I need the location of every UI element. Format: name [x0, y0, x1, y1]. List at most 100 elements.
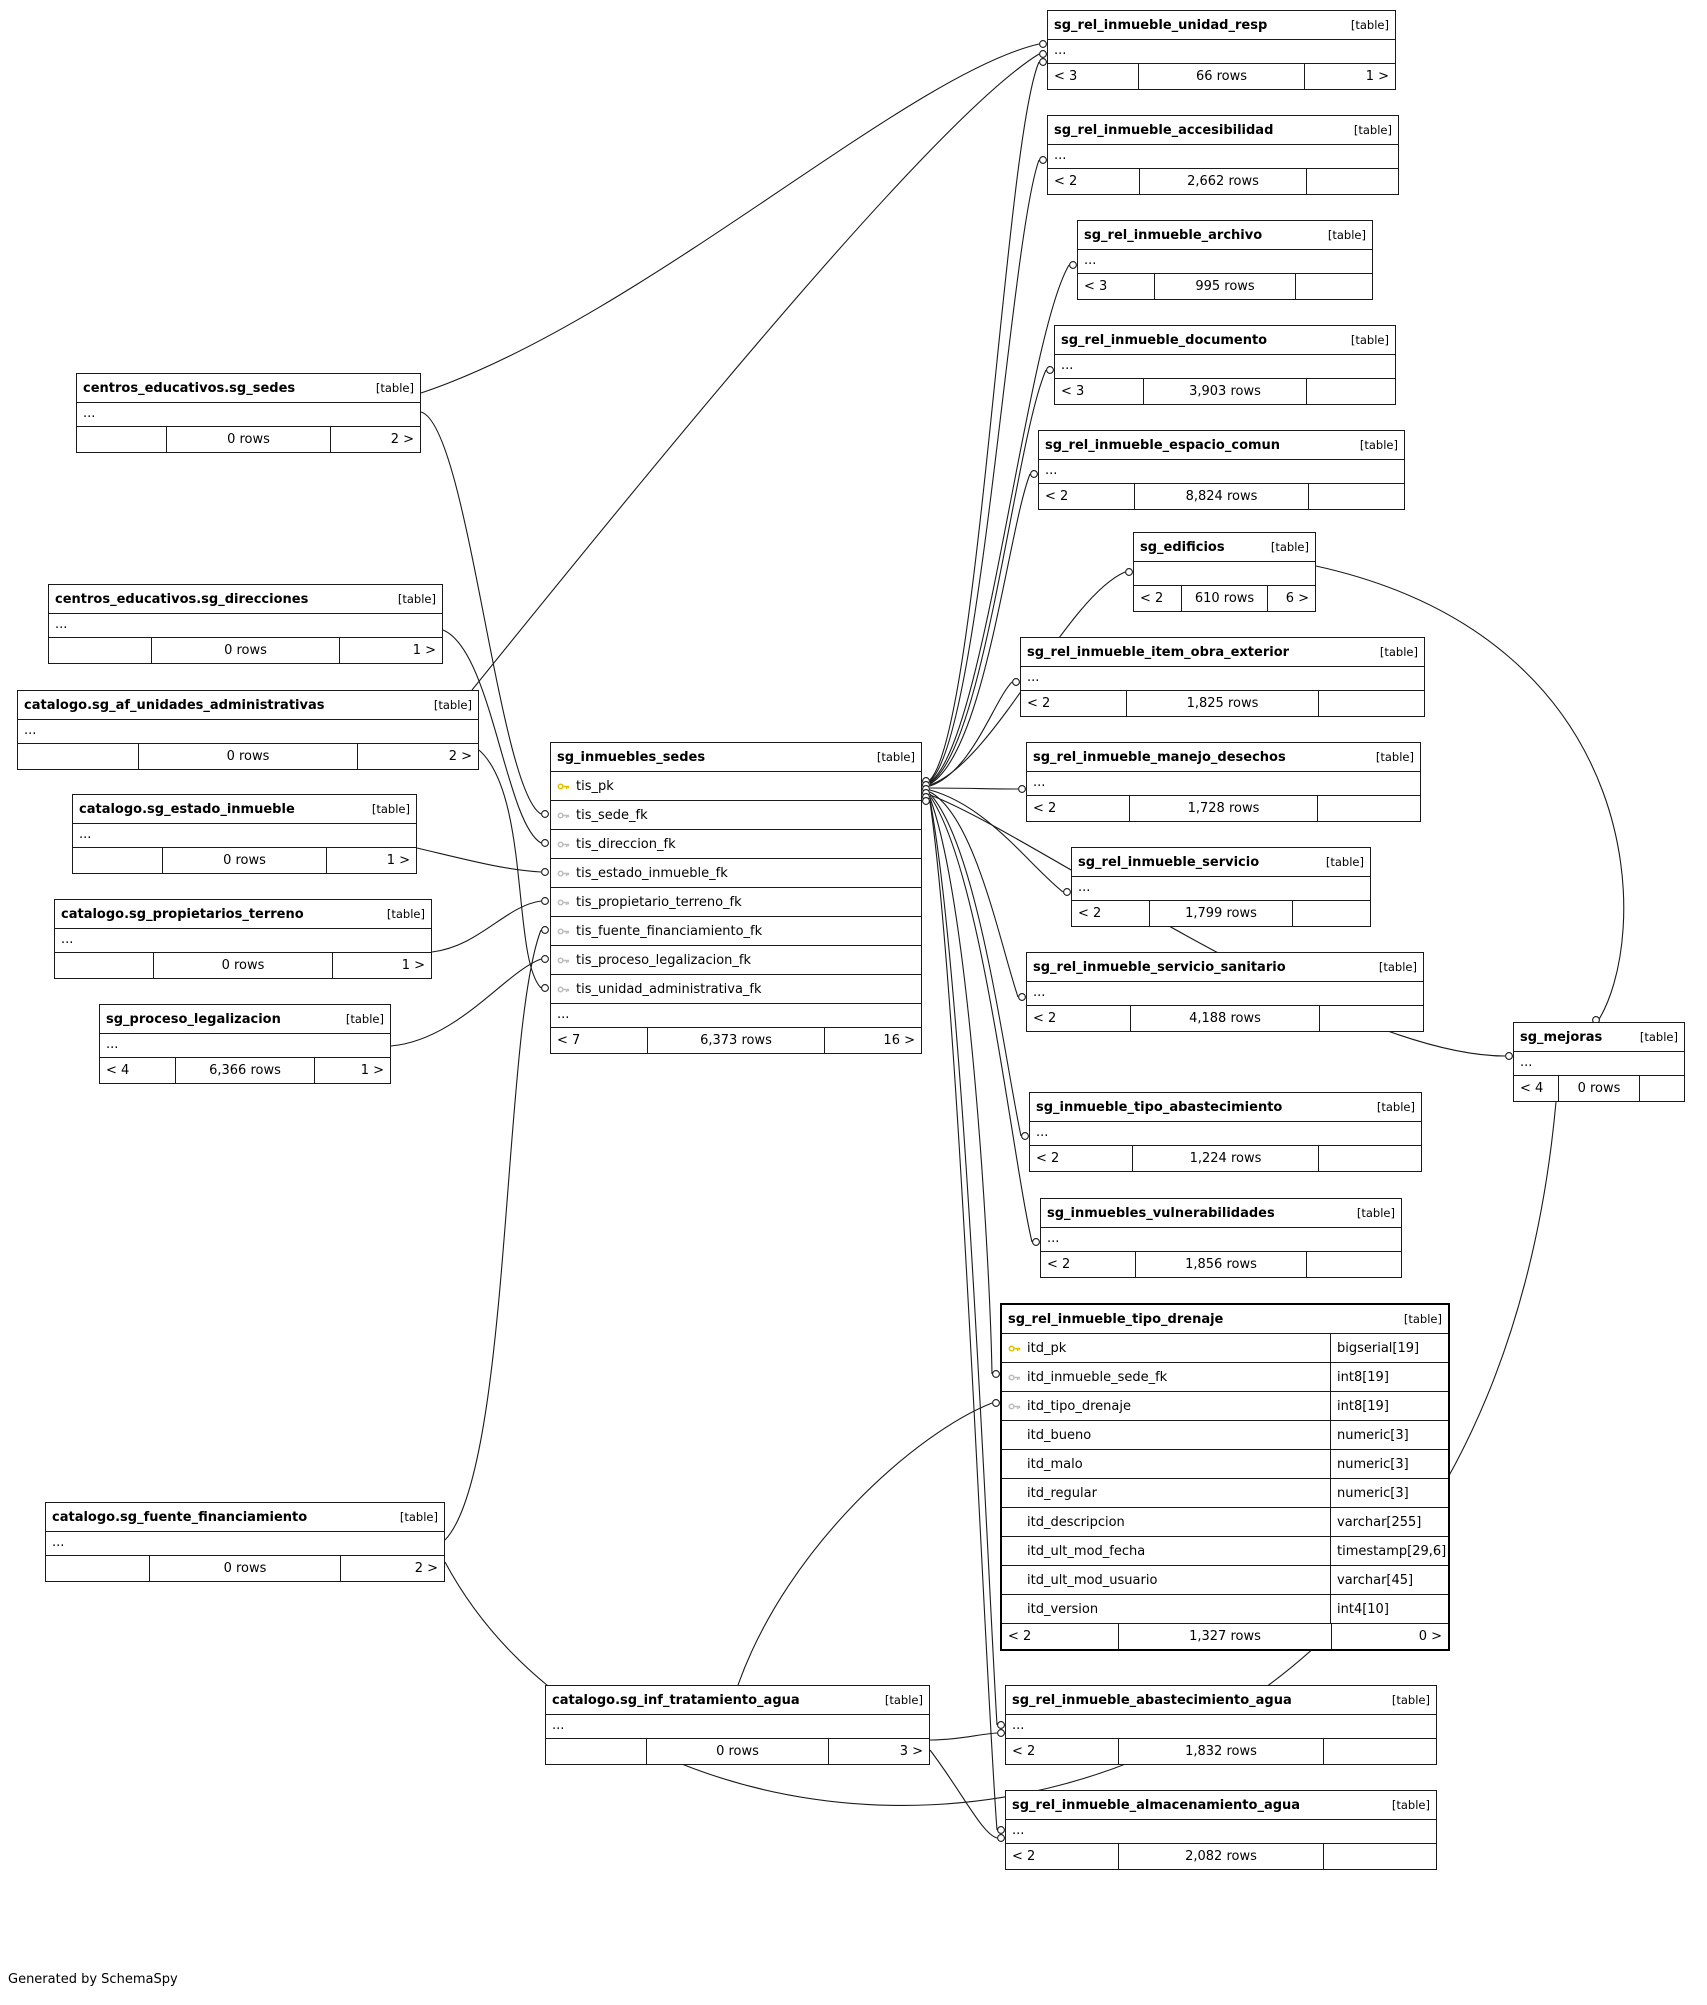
table-node-catalogo.sg_inf_tratamiento_agua[interactable]: catalogo.sg_inf_tratamiento_agua[table].…	[545, 1685, 930, 1765]
table-name[interactable]: catalogo.sg_fuente_financiamiento	[52, 1509, 308, 1525]
table-node-sg_rel_inmueble_servicio_sanitario[interactable]: sg_rel_inmueble_servicio_sanitario[table…	[1026, 952, 1424, 1032]
table-node-catalogo.sg_propietarios_terreno[interactable]: catalogo.sg_propietarios_terreno[table].…	[54, 899, 432, 979]
table-header[interactable]: sg_rel_inmueble_servicio_sanitario[table…	[1027, 953, 1423, 981]
table-header[interactable]: sg_rel_inmueble_manejo_desechos[table]	[1027, 743, 1420, 771]
table-header[interactable]: centros_educativos.sg_direcciones[table]	[49, 585, 442, 613]
child-count	[1640, 1076, 1684, 1101]
table-header[interactable]: sg_rel_inmueble_unidad_resp[table]	[1048, 11, 1395, 39]
table-header[interactable]: sg_rel_inmueble_abastecimiento_agua[tabl…	[1006, 1686, 1436, 1714]
column-type: int4[10]	[1330, 1595, 1448, 1623]
table-header[interactable]: sg_rel_inmueble_tipo_drenaje[table]	[1002, 1305, 1448, 1333]
table-name[interactable]: sg_rel_inmueble_espacio_comun	[1045, 437, 1281, 453]
table-node-centros_educativos.sg_direcciones[interactable]: centros_educativos.sg_direcciones[table]…	[48, 584, 443, 664]
table-header[interactable]: sg_rel_inmueble_espacio_comun[table]	[1039, 431, 1404, 459]
column-type: numeric[3]	[1330, 1479, 1448, 1507]
child-count	[1319, 1146, 1421, 1171]
table-node-catalogo.sg_fuente_financiamiento[interactable]: catalogo.sg_fuente_financiamiento[table]…	[45, 1502, 445, 1582]
column-row: tis_direccion_fk	[551, 829, 921, 858]
table-header[interactable]: sg_rel_inmueble_almacenamiento_agua[tabl…	[1006, 1791, 1436, 1819]
hidden-columns-ellipsis: ...	[1055, 354, 1395, 378]
table-header[interactable]: centros_educativos.sg_sedes[table]	[77, 374, 420, 402]
table-node-sg_inmuebles_vulnerabilidades[interactable]: sg_inmuebles_vulnerabilidades[table]...<…	[1040, 1198, 1402, 1278]
table-tag: [table]	[1379, 645, 1418, 659]
table-name[interactable]: catalogo.sg_propietarios_terreno	[61, 906, 304, 922]
table-header[interactable]: sg_inmuebles_vulnerabilidades [table]	[1041, 1199, 1401, 1227]
table-node-sg_rel_inmueble_tipo_drenaje[interactable]: sg_rel_inmueble_tipo_drenaje[table]itd_p…	[1000, 1303, 1450, 1651]
table-header[interactable]: sg_inmueble_tipo_abastecimiento[table]	[1030, 1093, 1421, 1121]
table-node-sg_rel_inmueble_abastecimiento_agua[interactable]: sg_rel_inmueble_abastecimiento_agua[tabl…	[1005, 1685, 1437, 1765]
table-node-centros_educativos.sg_sedes[interactable]: centros_educativos.sg_sedes[table]...0 r…	[76, 373, 421, 453]
table-node-sg_rel_inmueble_accesibilidad[interactable]: sg_rel_inmueble_accesibilidad[table]...<…	[1047, 115, 1399, 195]
fk-endpoint-circle-icon	[1046, 366, 1054, 374]
table-header[interactable]: sg_inmuebles_sedes[table]	[551, 743, 921, 771]
table-name[interactable]: sg_mejoras	[1520, 1029, 1603, 1045]
child-count	[1320, 1006, 1423, 1031]
table-name[interactable]: sg_rel_inmueble_documento	[1061, 332, 1268, 348]
hidden-columns-ellipsis: ...	[1039, 459, 1404, 483]
row-count: 2,662 rows	[1139, 169, 1307, 194]
table-header[interactable]: sg_mejoras[table]	[1514, 1023, 1684, 1051]
table-name[interactable]: sg_edificios	[1140, 539, 1225, 555]
relationship-edge	[420, 43, 1040, 394]
table-header[interactable]: catalogo.sg_estado_inmueble[table]	[73, 795, 416, 823]
table-name[interactable]: sg_rel_inmueble_unidad_resp	[1054, 17, 1268, 33]
relationship-edge	[390, 958, 542, 1047]
table-name[interactable]: sg_rel_inmueble_item_obra_exterior	[1027, 644, 1290, 660]
table-header[interactable]: sg_rel_inmueble_archivo[table]	[1078, 221, 1372, 249]
table-header[interactable]: catalogo.sg_inf_tratamiento_agua[table]	[546, 1686, 929, 1714]
table-name[interactable]: centros_educativos.sg_sedes	[83, 380, 296, 396]
table-name[interactable]: sg_inmuebles_vulnerabilidades	[1047, 1205, 1275, 1221]
table-name[interactable]: catalogo.sg_estado_inmueble	[79, 801, 295, 817]
table-header[interactable]: sg_rel_inmueble_documento[table]	[1055, 326, 1395, 354]
column-row: tis_unidad_administrativa_fk	[551, 974, 921, 1003]
table-name[interactable]: sg_proceso_legalizacion	[106, 1011, 281, 1027]
table-name[interactable]: sg_rel_inmueble_servicio	[1078, 854, 1260, 870]
table-node-sg_rel_inmueble_unidad_resp[interactable]: sg_rel_inmueble_unidad_resp[table]...< 3…	[1047, 10, 1396, 90]
parent-count: < 3	[1084, 279, 1108, 294]
table-name[interactable]: sg_inmuebles_sedes	[557, 749, 706, 765]
column-name: tis_unidad_administrativa_fk	[576, 981, 762, 997]
table-node-sg_rel_inmueble_manejo_desechos[interactable]: sg_rel_inmueble_manejo_desechos[table]..…	[1026, 742, 1421, 822]
table-name[interactable]: catalogo.sg_inf_tratamiento_agua	[552, 1692, 800, 1708]
table-name[interactable]: sg_rel_inmueble_abastecimiento_agua	[1012, 1692, 1292, 1708]
table-header[interactable]: sg_edificios[table]	[1134, 533, 1315, 561]
table-node-sg_rel_inmueble_almacenamiento_agua[interactable]: sg_rel_inmueble_almacenamiento_agua[tabl…	[1005, 1790, 1437, 1870]
table-header[interactable]: catalogo.sg_propietarios_terreno[table]	[55, 900, 431, 928]
row-count: 995 rows	[1154, 274, 1296, 299]
child-count	[1324, 1739, 1436, 1764]
table-name[interactable]: centros_educativos.sg_direcciones	[55, 591, 309, 607]
table-name[interactable]: sg_rel_inmueble_almacenamiento_agua	[1012, 1797, 1301, 1813]
table-tag: [table]	[1356, 1206, 1395, 1220]
table-header[interactable]: catalogo.sg_af_unidades_administrativas[…	[18, 691, 478, 719]
child-count: 1 >	[1365, 69, 1389, 84]
table-node-catalogo.sg_af_unidades_administrativas[interactable]: catalogo.sg_af_unidades_administrativas[…	[17, 690, 479, 770]
table-name[interactable]: sg_rel_inmueble_tipo_drenaje	[1008, 1311, 1224, 1327]
table-node-sg_rel_inmueble_espacio_comun[interactable]: sg_rel_inmueble_espacio_comun[table]...<…	[1038, 430, 1405, 510]
table-name[interactable]: sg_rel_inmueble_servicio_sanitario	[1033, 959, 1286, 975]
table-header[interactable]: sg_rel_inmueble_servicio[table]	[1072, 848, 1370, 876]
table-name[interactable]: sg_inmueble_tipo_abastecimiento	[1036, 1099, 1283, 1115]
table-header[interactable]: catalogo.sg_fuente_financiamiento[table]	[46, 1503, 444, 1531]
table-header[interactable]: sg_proceso_legalizacion[table]	[100, 1005, 390, 1033]
table-node-sg_rel_inmueble_item_obra_exterior[interactable]: sg_rel_inmueble_item_obra_exterior [table…	[1020, 637, 1425, 717]
table-name[interactable]: sg_rel_inmueble_accesibilidad	[1054, 122, 1274, 138]
table-node-sg_inmueble_tipo_abastecimiento[interactable]: sg_inmueble_tipo_abastecimiento[table]..…	[1029, 1092, 1422, 1172]
table-node-catalogo.sg_estado_inmueble[interactable]: catalogo.sg_estado_inmueble[table]...0 r…	[72, 794, 417, 874]
column-name: itd_version	[1027, 1601, 1099, 1617]
table-header[interactable]: sg_rel_inmueble_item_obra_exterior [table…	[1021, 638, 1424, 666]
table-name[interactable]: sg_rel_inmueble_archivo	[1084, 227, 1263, 243]
table-name[interactable]: catalogo.sg_af_unidades_administrativas	[24, 697, 325, 713]
row-count: 1,825 rows	[1125, 691, 1320, 716]
parent-count: < 4	[106, 1063, 130, 1078]
table-name[interactable]: sg_rel_inmueble_manejo_desechos	[1033, 749, 1286, 765]
table-header[interactable]: sg_rel_inmueble_accesibilidad[table]	[1048, 116, 1398, 144]
